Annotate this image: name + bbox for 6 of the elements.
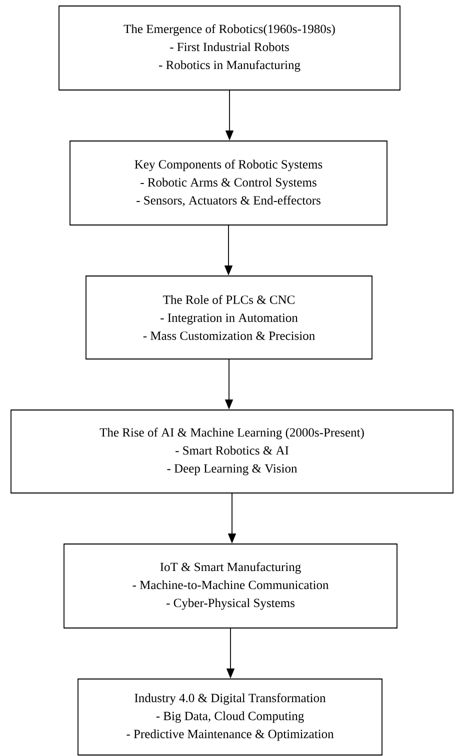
process-box: The Role of PLCs & CNC - Integration in Automation - Mass Customization & Precision xyxy=(86,276,372,360)
process-box: Key Components of Robotic Systems - Robotic Arms & Control Systems - Sensors, Actuators & End-effectors xyxy=(70,140,388,226)
process-box: The Emergence of Robotics(1960s-1980s) - First Industrial Robots - Robotics in Manufacturing xyxy=(58,6,400,90)
process-box: IoT & Smart Manufacturing - Machine-to-Machine Communication - Cyber-Physical Systems xyxy=(64,544,398,628)
process-box: Industry 4.0 & Digital Transformation - Big Data, Cloud Computing - Predictive Maintenance & Optimization xyxy=(78,678,382,756)
process-box: The Rise of AI & Machine Learning (2000s-Present) - Smart Robotics & AI - Deep Learning & Vision xyxy=(10,410,454,494)
